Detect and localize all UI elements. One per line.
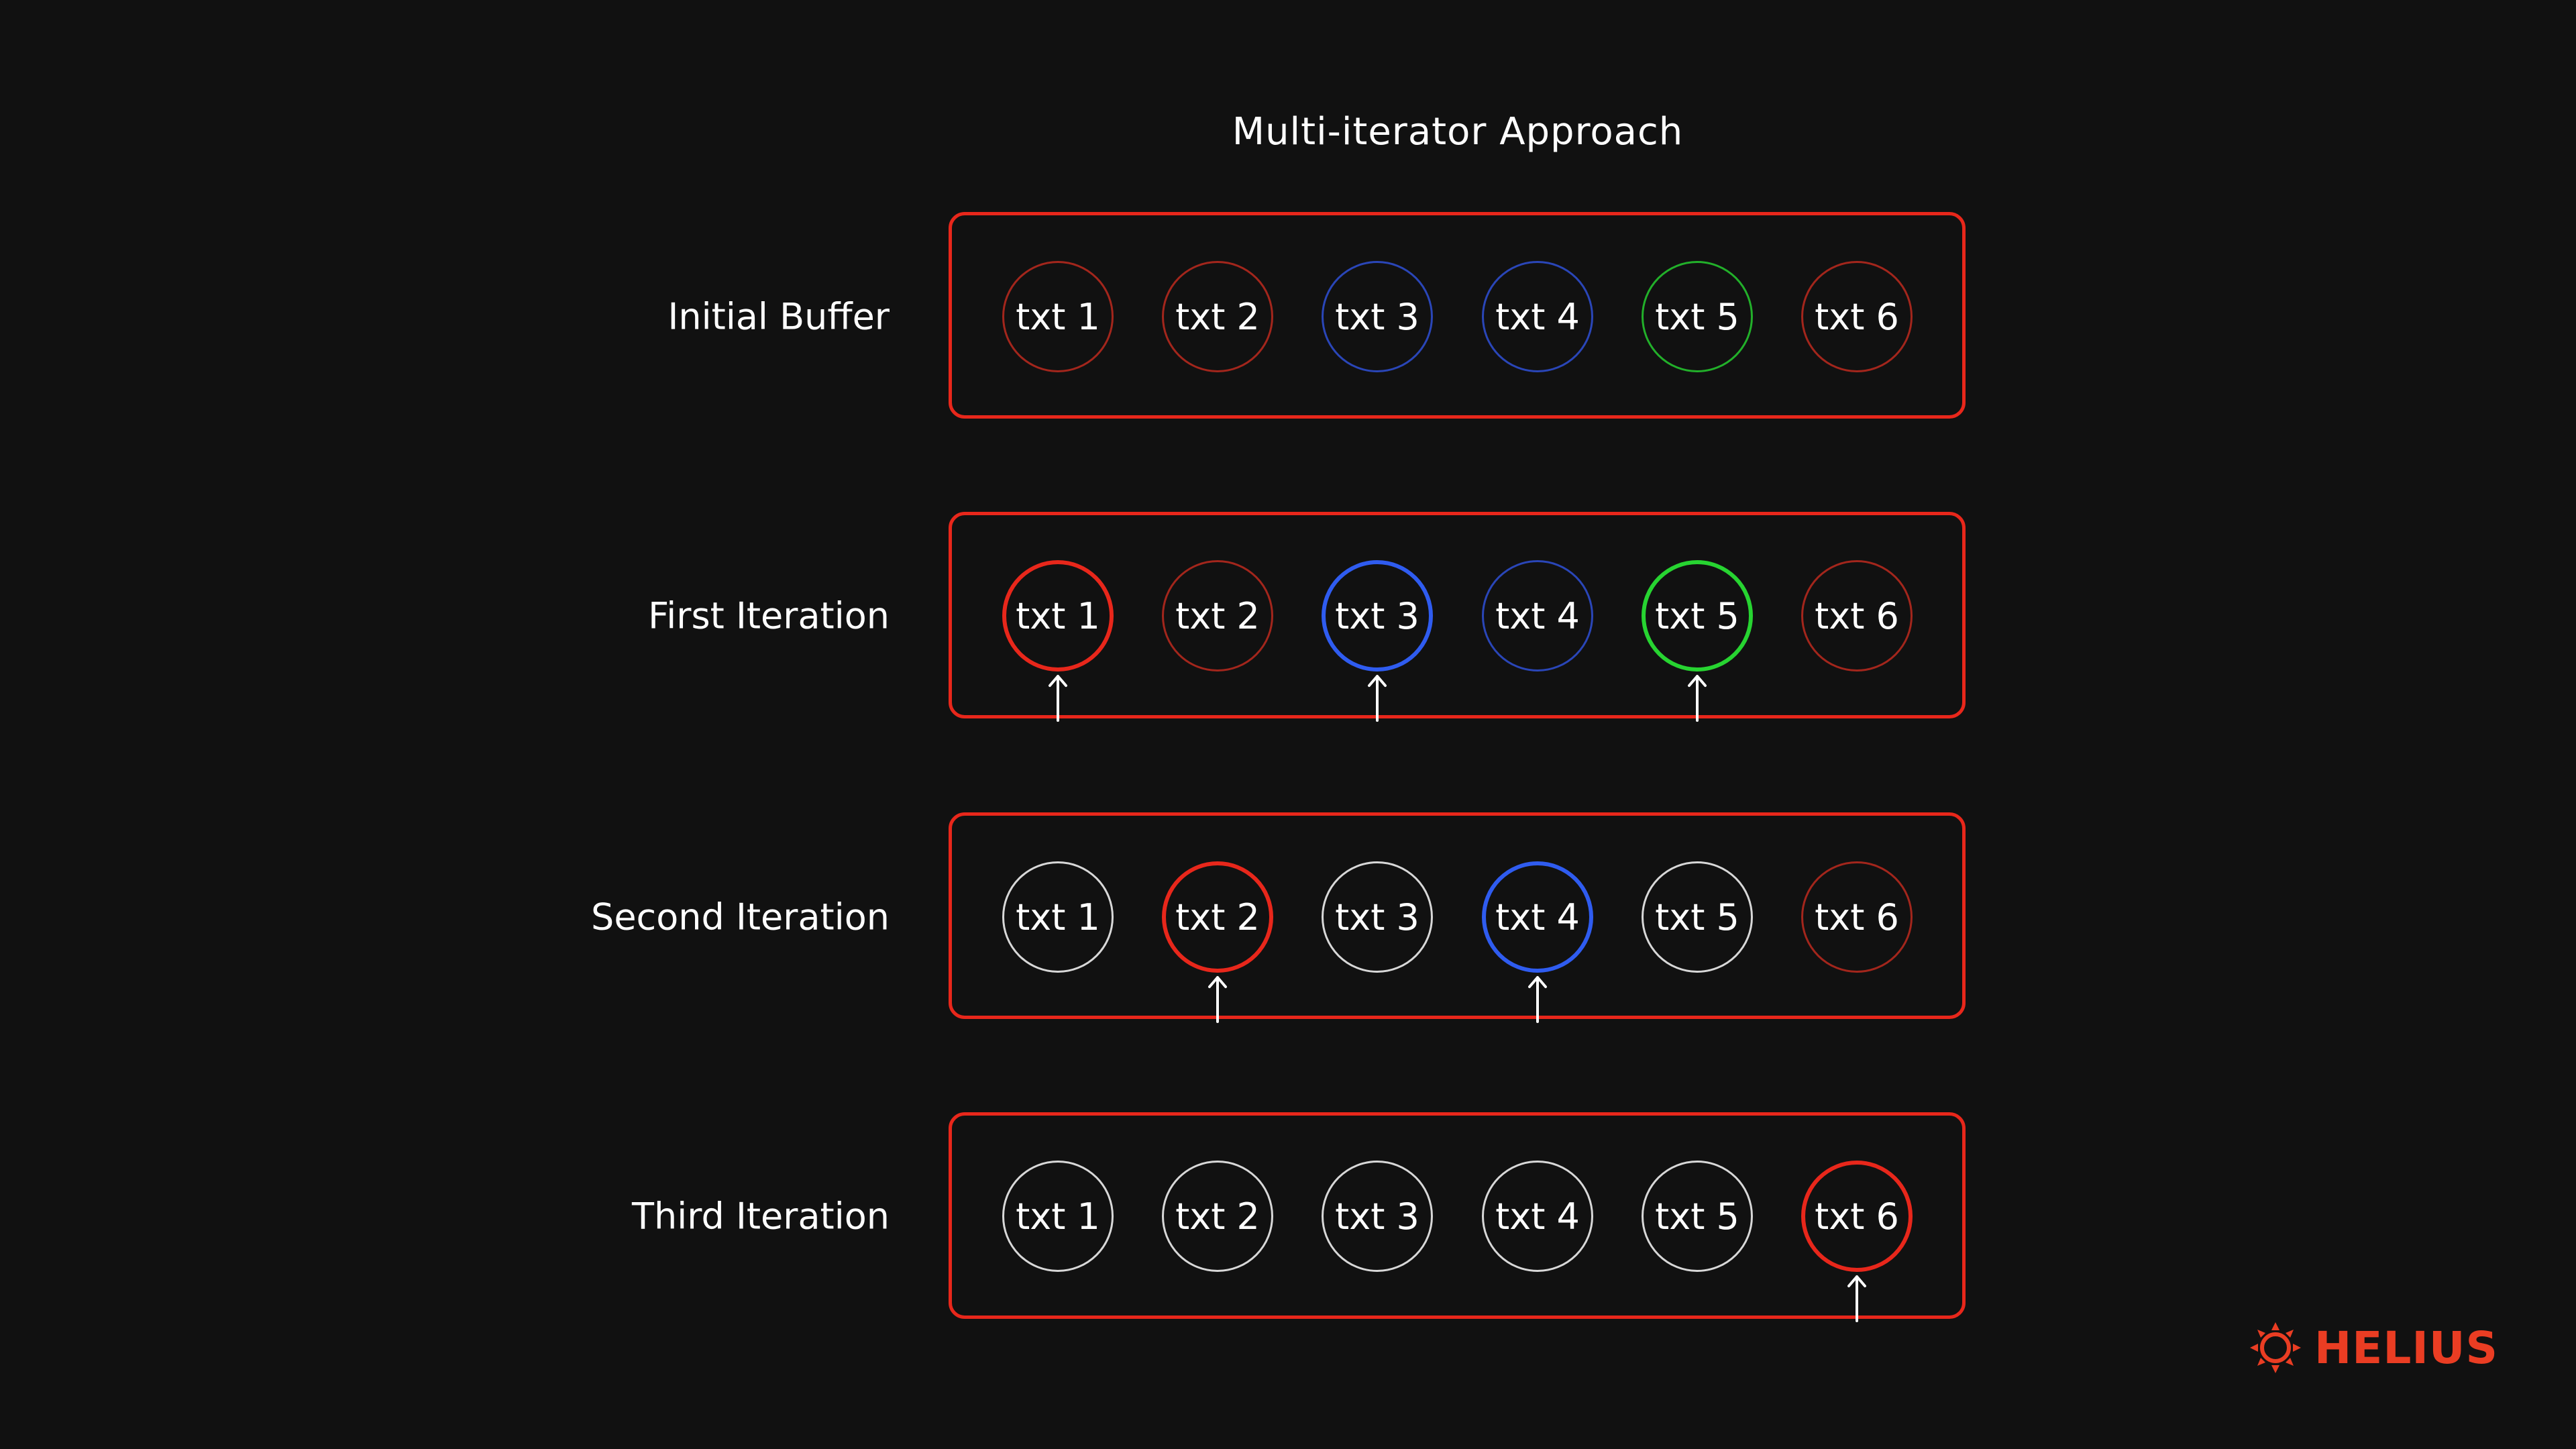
buffer-node: txt 6	[1801, 560, 1913, 672]
buffer-node: txt 2	[1162, 1161, 1273, 1272]
buffer-node: txt 2	[1162, 560, 1273, 672]
buffer-node: txt 4	[1482, 861, 1593, 973]
buffer-node: txt 5	[1642, 861, 1753, 973]
buffer-node: txt 5	[1642, 1161, 1753, 1272]
iterator-arrow-icon	[1528, 976, 1547, 1023]
row-label: Initial Buffer	[667, 295, 890, 338]
row-label: First Iteration	[648, 594, 890, 637]
buffer-node: txt 3	[1322, 261, 1433, 372]
buffer-node: txt 6	[1801, 1161, 1913, 1272]
iterator-arrow-icon	[1208, 976, 1227, 1023]
helius-logo: HELIUS	[2249, 1318, 2498, 1378]
buffer-node: txt 4	[1482, 560, 1593, 672]
buffer-node: txt 5	[1642, 261, 1753, 372]
helius-sun-icon	[2250, 1322, 2301, 1373]
buffer-node: txt 1	[1002, 261, 1114, 372]
buffer-node: txt 3	[1322, 861, 1433, 973]
buffer-node: txt 6	[1801, 261, 1913, 372]
buffer-node: txt 5	[1642, 560, 1753, 672]
buffer-node: txt 3	[1322, 1161, 1433, 1272]
iterator-arrow-icon	[1688, 675, 1707, 722]
buffer-box	[949, 512, 1966, 718]
logo-text: HELIUS	[2314, 1322, 2499, 1374]
buffer-node: txt 1	[1002, 1161, 1114, 1272]
buffer-box	[949, 812, 1966, 1019]
buffer-node: txt 4	[1482, 261, 1593, 372]
buffer-node: txt 4	[1482, 1161, 1593, 1272]
buffer-box	[949, 1112, 1966, 1319]
buffer-node: txt 2	[1162, 261, 1273, 372]
row-label: Second Iteration	[591, 896, 890, 938]
buffer-node: txt 2	[1162, 861, 1273, 973]
buffer-node: txt 6	[1801, 861, 1913, 973]
buffer-node: txt 1	[1002, 560, 1114, 672]
buffer-node: txt 1	[1002, 861, 1114, 973]
buffer-node: txt 3	[1322, 560, 1433, 672]
buffer-box	[949, 212, 1966, 419]
iterator-arrow-icon	[1368, 675, 1387, 722]
row-label: Third Iteration	[632, 1195, 890, 1238]
iterator-arrow-icon	[1049, 675, 1067, 722]
diagram-title: Multi-iterator Approach	[1232, 110, 1684, 154]
iterator-arrow-icon	[1847, 1275, 1866, 1322]
